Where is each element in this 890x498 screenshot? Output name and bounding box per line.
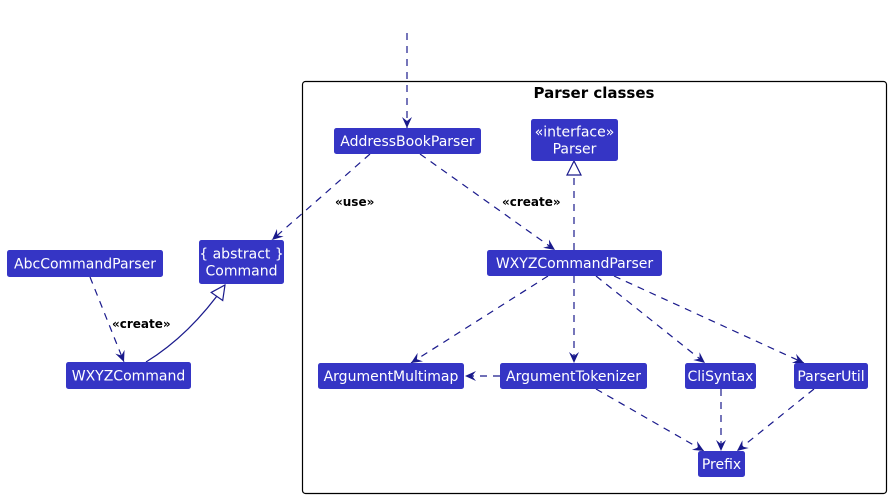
- classes-layer: AddressBookParser «interface»ParserWXYZCo…: [7, 119, 868, 477]
- class-stereotype: «interface»: [535, 125, 615, 141]
- relation-dependency-wxyzcommandparser-to-parserutil: [613, 275, 805, 364]
- relation-dependency-addressbookparser-to-wxyzcommandparser: «create»: [419, 153, 561, 251]
- class-box[interactable]: [487, 250, 662, 276]
- dependency-arrow: [419, 153, 556, 251]
- package-frame: [301, 80, 888, 495]
- relation-dependency-wxyzcommandparser-to-clisyntax: [595, 275, 706, 364]
- dependency-arrow: [736, 388, 815, 452]
- dependency-arrow: [613, 275, 805, 364]
- dependency-arrow: [595, 388, 705, 452]
- class-box[interactable]: [500, 363, 647, 389]
- class-box[interactable]: [698, 451, 745, 477]
- class-name: ArgumentTokenizer: [506, 369, 641, 385]
- package-title: Parser classes: [534, 84, 655, 102]
- class-clisyntax[interactable]: CliSyntax: [685, 363, 756, 389]
- dependency-arrow: [410, 275, 549, 364]
- class-name: Parser: [553, 142, 597, 158]
- class-parserutil[interactable]: ParserUtil: [794, 363, 868, 389]
- class-wxyzcommand[interactable]: WXYZCommand: [66, 362, 191, 389]
- class-box[interactable]: [318, 363, 464, 389]
- relation-dependency-wxyzcommandparser-to-argumentmultimap: [410, 275, 549, 364]
- package-parser-classes: Parser classes: [301, 80, 888, 495]
- relation-label: «create»: [502, 195, 561, 209]
- class-name: ParserUtil: [797, 369, 864, 385]
- relation-dependency-addressbookparser-to-command: «use»: [271, 153, 374, 241]
- class-prefix[interactable]: Prefix: [698, 451, 745, 477]
- class-name: ArgumentMultimap: [324, 369, 459, 385]
- generalization-arrow: [145, 285, 225, 363]
- class-abccommandparser[interactable]: AbcCommandParser: [7, 250, 163, 277]
- class-box[interactable]: [531, 119, 618, 161]
- relation-label: «create»: [112, 317, 171, 331]
- class-name: Prefix: [702, 457, 741, 473]
- class-name: AddressBookParser: [340, 134, 475, 150]
- class-box[interactable]: [199, 240, 284, 284]
- class-argumentmultimap[interactable]: ArgumentMultimap: [318, 363, 464, 389]
- class-box[interactable]: [7, 250, 163, 277]
- relation-dependency-parserutil-to-prefix: [736, 388, 815, 452]
- class-parser[interactable]: «interface»Parser: [531, 119, 618, 161]
- class-name: WXYZCommandParser: [496, 256, 654, 272]
- class-wxyzcommandparser[interactable]: WXYZCommandParser: [487, 250, 662, 276]
- dependency-arrow: [89, 276, 125, 363]
- class-addressbookparser[interactable]: AddressBookParser: [334, 128, 481, 154]
- class-box[interactable]: [66, 362, 191, 389]
- class-name: CliSyntax: [688, 369, 754, 385]
- class-box[interactable]: [334, 128, 481, 154]
- class-argumenttokenizer[interactable]: ArgumentTokenizer: [500, 363, 647, 389]
- class-command[interactable]: { abstract }Command: [199, 240, 284, 284]
- relation-generalization-wxyzcommand-to-command: [145, 285, 225, 363]
- class-name: AbcCommandParser: [14, 257, 156, 273]
- relation-dependency-abccommandparser-to-wxyzcommand: «create»: [89, 276, 171, 363]
- class-name: WXYZCommand: [72, 369, 186, 385]
- dependency-arrow: [271, 153, 371, 241]
- class-box[interactable]: [685, 363, 756, 389]
- relations-layer: «use» «create» «create»: [89, 33, 815, 452]
- class-name: Command: [206, 264, 278, 280]
- class-box[interactable]: [794, 363, 868, 389]
- dependency-arrow: [595, 275, 706, 364]
- class-stereotype: { abstract }: [199, 247, 284, 263]
- relation-dependency-argumenttokenizer-to-prefix: [595, 388, 705, 452]
- relation-label: «use»: [335, 195, 374, 209]
